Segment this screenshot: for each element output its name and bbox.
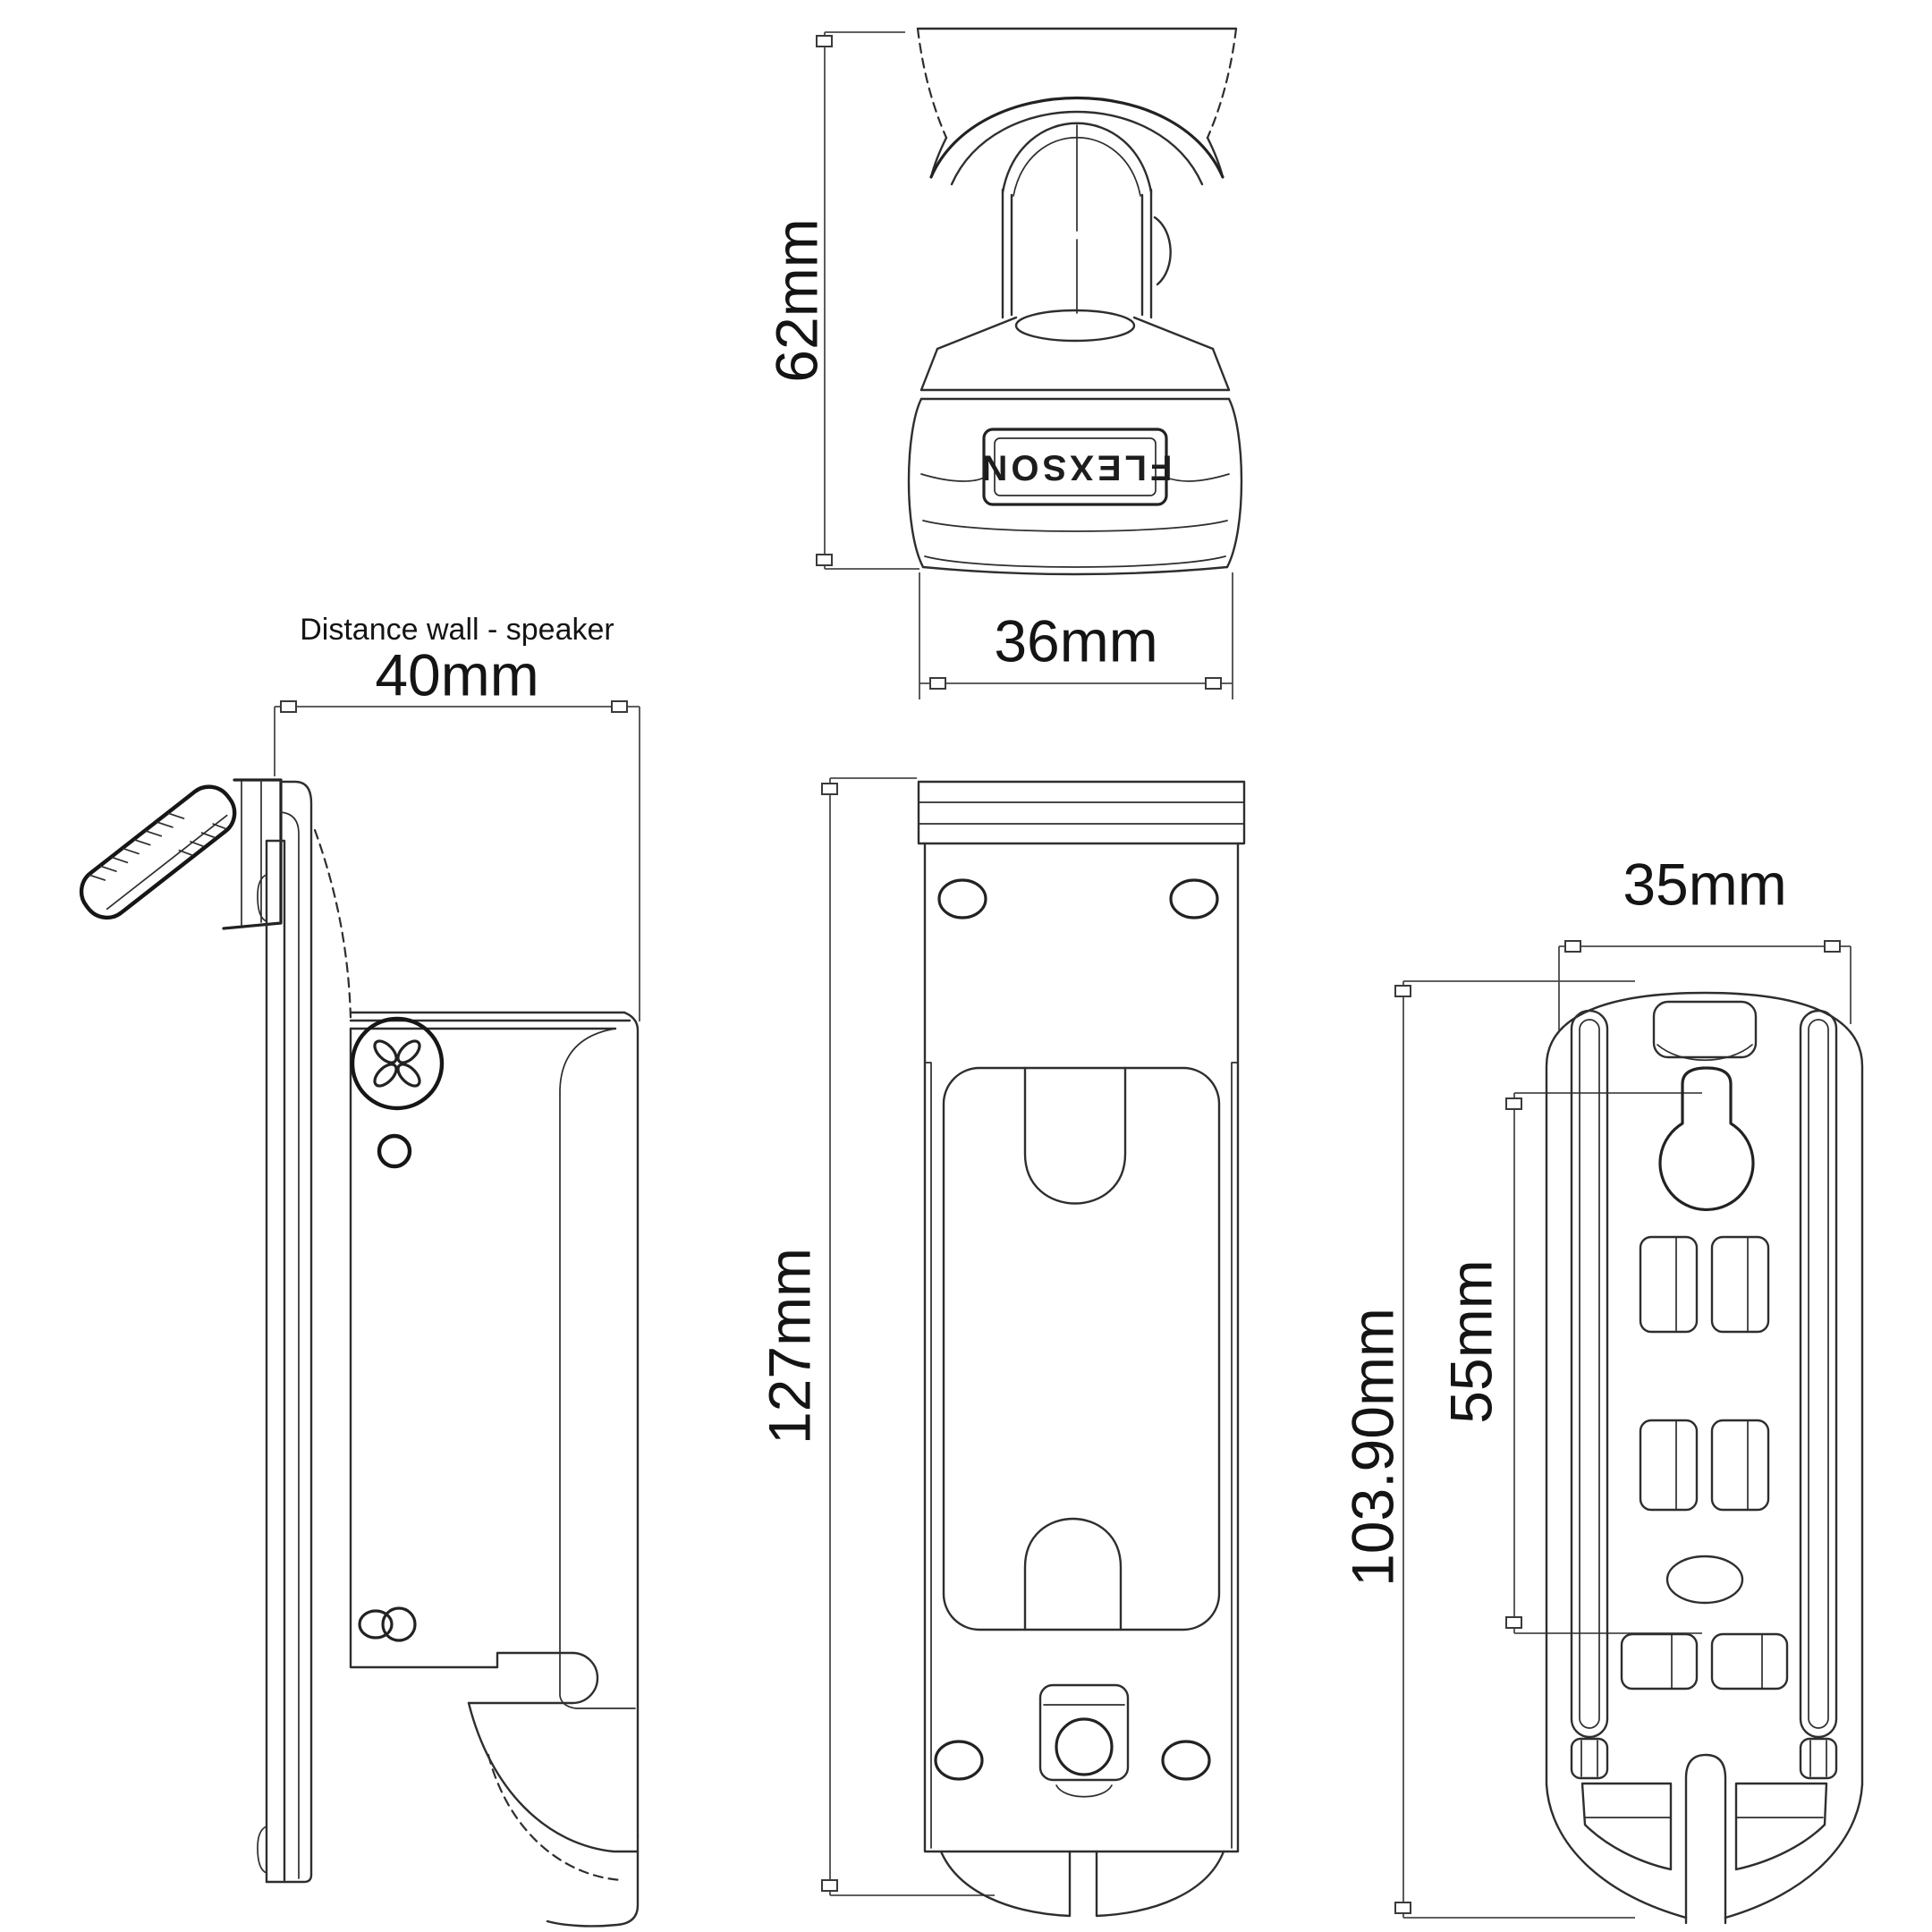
neck-flares	[936, 316, 1215, 351]
back-groove-left	[1570, 1009, 1609, 1780]
front-body	[923, 842, 1240, 1853]
front-hole-bottom-right	[1161, 1740, 1211, 1781]
front-side-walls	[924, 1062, 1239, 1849]
cradle-arch-inner	[950, 110, 1204, 186]
dim-top-height: 62mm	[763, 31, 919, 570]
brand-plate-outer	[982, 428, 1168, 506]
dim-back-height: 103.90mm	[1339, 980, 1635, 1919]
side-knob	[1153, 216, 1172, 286]
pin-hole	[377, 1133, 412, 1169]
barrel-wave-2	[922, 520, 1228, 532]
back-plate-bottom-right	[1724, 1783, 1864, 1919]
dim-label-36mm: 36mm	[994, 607, 1157, 674]
front-cap	[917, 780, 1246, 845]
dim-front-height: 127mm	[756, 777, 995, 1896]
dim-label-62mm: 62mm	[763, 218, 829, 382]
bracket-body	[349, 1011, 640, 1928]
back-oval-hole	[1665, 1555, 1744, 1605]
dim-label-35mm: 35mm	[1623, 851, 1786, 917]
side-view: Distance wall - speaker 40mm	[79, 613, 995, 1928]
back-plate-bottom-left	[1545, 1783, 1688, 1919]
clamp-arm-right-hidden	[1206, 27, 1238, 140]
front-hole-bottom-left	[934, 1740, 984, 1781]
barrel-left-edge	[907, 397, 925, 569]
dim-wall-speaker	[274, 700, 640, 1021]
front-top-slot	[1023, 1066, 1127, 1205]
back-slot-pair-3	[1620, 1632, 1789, 1690]
wall-plate	[257, 780, 313, 1884]
top-view: FLEXSON 62mm 36mm	[763, 27, 1243, 699]
back-view: 35mm 103.90mm 55mm	[1339, 851, 1864, 1925]
dim-back-width: 35mm	[1558, 851, 1852, 1030]
back-bottom-cutout-right	[1734, 1782, 1828, 1871]
back-slot-pair-1	[1639, 1235, 1770, 1334]
back-slot-pair-2	[1639, 1419, 1770, 1512]
lever	[79, 778, 283, 930]
front-recess-panel	[942, 1066, 1221, 1631]
ball-hood-outer	[1001, 122, 1153, 194]
clamp-arm-left-hidden	[916, 27, 948, 140]
brand-label-flexson: FLEXSON	[979, 447, 1173, 487]
cradle-arch-outer	[929, 96, 1224, 179]
phillips-screw	[350, 1016, 445, 1111]
dim-top-width: 36mm	[919, 572, 1233, 699]
hidden-profile-curve	[313, 828, 352, 1020]
brand-plate-inner	[994, 437, 1157, 496]
distance-note: Distance wall - speaker	[300, 613, 614, 647]
barrel-bottom-edge	[921, 565, 1229, 576]
front-center-clamp	[1038, 1683, 1130, 1798]
back-bottom-slot	[1684, 1753, 1727, 1925]
front-hole-top-left	[937, 878, 987, 919]
plate-clips	[257, 874, 267, 1874]
barrel-wave-1	[920, 473, 1230, 482]
shoulder-band	[919, 388, 1231, 401]
ball-hood-sides	[1001, 188, 1153, 319]
front-hole-top-right	[1169, 878, 1219, 919]
back-plate-outline	[1545, 991, 1864, 1786]
front-view	[917, 780, 1246, 1918]
back-bottom-cutout-left	[1580, 1782, 1673, 1871]
front-bottom-bulge	[939, 1850, 1225, 1918]
bottom-hook	[467, 1651, 640, 1928]
keyhole-slot	[1658, 1066, 1755, 1211]
lower-oval-holes	[358, 1606, 417, 1642]
dim-label-55mm: 55mm	[1437, 1259, 1504, 1423]
neck-ellipse	[1014, 309, 1136, 343]
front-bottom-slot	[1023, 1517, 1123, 1631]
barrel-wave-3	[924, 555, 1226, 568]
barrel-right-edge	[1225, 397, 1243, 569]
dim-label-40mm: 40mm	[375, 641, 538, 708]
shoulder-bevels	[919, 347, 1231, 392]
back-groove-right	[1799, 1009, 1838, 1780]
back-handle-cutout	[1652, 1000, 1758, 1062]
dim-label-127mm: 127mm	[756, 1248, 822, 1445]
dim-label-103-90mm: 103.90mm	[1339, 1308, 1405, 1587]
